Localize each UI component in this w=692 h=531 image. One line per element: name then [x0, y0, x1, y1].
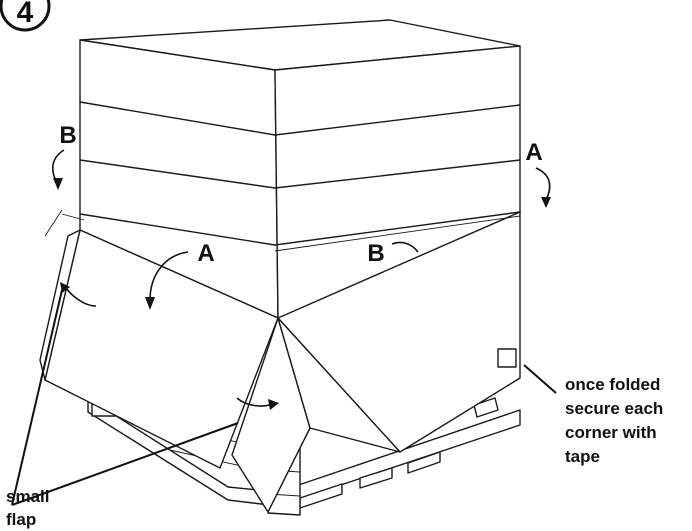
- label-b-top-left: B: [59, 122, 76, 149]
- tape-note: once folded secure each corner with tape: [565, 375, 663, 466]
- flap-note-line: flap: [6, 510, 36, 529]
- step-badge: 4: [0, 0, 51, 32]
- tape-note-line: corner with: [565, 423, 657, 442]
- curved-fold-arrow-icon: [149, 251, 189, 301]
- flap-note-line: small: [6, 487, 49, 506]
- label-a-front-flap: A: [197, 240, 214, 267]
- curved-fold-arrow-icon: [535, 167, 551, 201]
- box: [79, 19, 521, 453]
- curved-fold-arrow-icon: [391, 241, 419, 253]
- step-number: 4: [17, 0, 34, 29]
- flap-note: small flap: [6, 487, 49, 529]
- label-b-front-center: B: [367, 240, 384, 267]
- tape-note-line: tape: [565, 447, 600, 466]
- leader-lines: [11, 289, 557, 506]
- tape-square-icon: [497, 348, 517, 368]
- corner-fold: [231, 317, 401, 513]
- tape-note-line: once folded: [565, 375, 660, 394]
- label-a-top-right: A: [525, 139, 542, 166]
- tape-note-line: secure each: [565, 399, 663, 418]
- box-right-face: [274, 45, 521, 453]
- curved-fold-arrow-icon: [65, 287, 97, 307]
- fold-arrows: [51, 149, 551, 410]
